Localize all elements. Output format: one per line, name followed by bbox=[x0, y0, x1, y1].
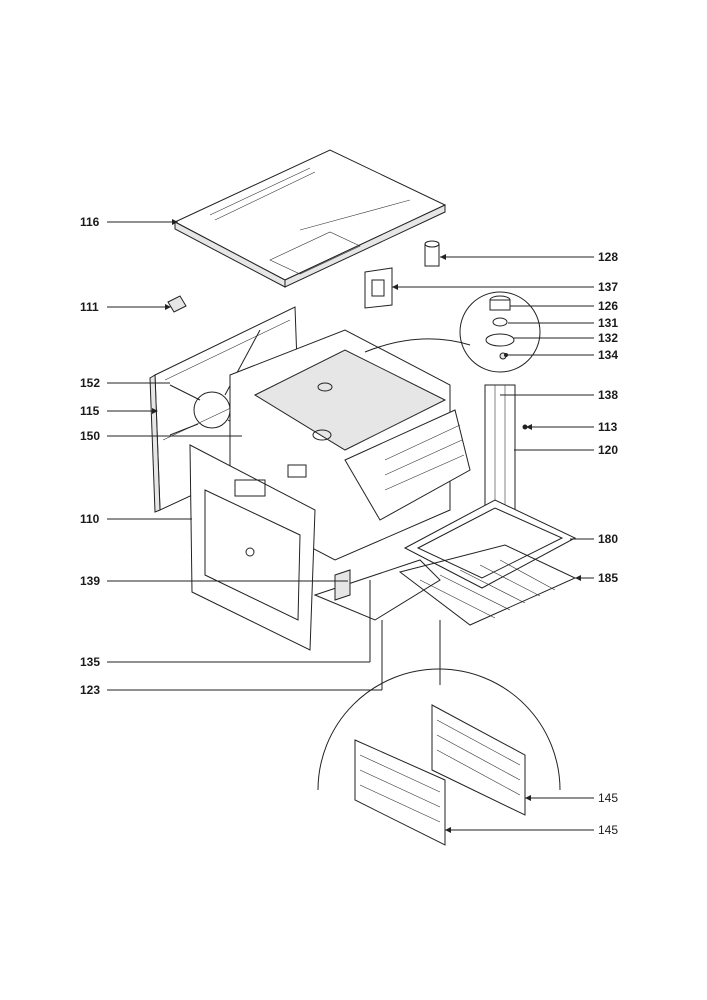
label-138: 138 bbox=[598, 388, 619, 402]
shelf-rails-detail bbox=[317, 620, 561, 846]
label-128: 128 bbox=[598, 250, 619, 264]
label-150: 150 bbox=[80, 429, 101, 443]
label-123: 123 bbox=[80, 683, 101, 697]
bracket-part bbox=[364, 267, 393, 309]
side-rail-part bbox=[484, 384, 516, 521]
leader-arrows bbox=[152, 219, 581, 833]
top-panel-part bbox=[173, 149, 447, 288]
label-145-upper: 145 bbox=[598, 791, 619, 805]
label-137: 137 bbox=[598, 280, 619, 294]
label-152: 152 bbox=[80, 376, 101, 390]
label-139: 139 bbox=[80, 574, 101, 588]
door-frame-part bbox=[189, 444, 316, 651]
label-116: 116 bbox=[80, 215, 100, 229]
tray-part bbox=[403, 499, 577, 589]
label-135: 135 bbox=[80, 655, 101, 669]
label-111: 111 bbox=[80, 300, 99, 314]
label-126: 126 bbox=[598, 299, 619, 313]
label-131: 131 bbox=[598, 316, 619, 330]
base-panel-part bbox=[313, 559, 441, 621]
clip-part bbox=[167, 295, 187, 313]
label-132: 132 bbox=[598, 331, 619, 345]
label-115: 115 bbox=[80, 404, 100, 418]
lamp-detail-circle bbox=[364, 291, 541, 373]
foot-part bbox=[334, 569, 351, 601]
cylinder-part bbox=[424, 240, 440, 267]
label-110: 110 bbox=[80, 512, 100, 526]
label-120: 120 bbox=[598, 443, 619, 457]
label-180: 180 bbox=[598, 532, 619, 546]
label-113: 113 bbox=[598, 420, 618, 434]
label-185: 185 bbox=[598, 571, 619, 585]
label-145-lower: 145 bbox=[598, 823, 619, 837]
label-134: 134 bbox=[598, 348, 619, 362]
